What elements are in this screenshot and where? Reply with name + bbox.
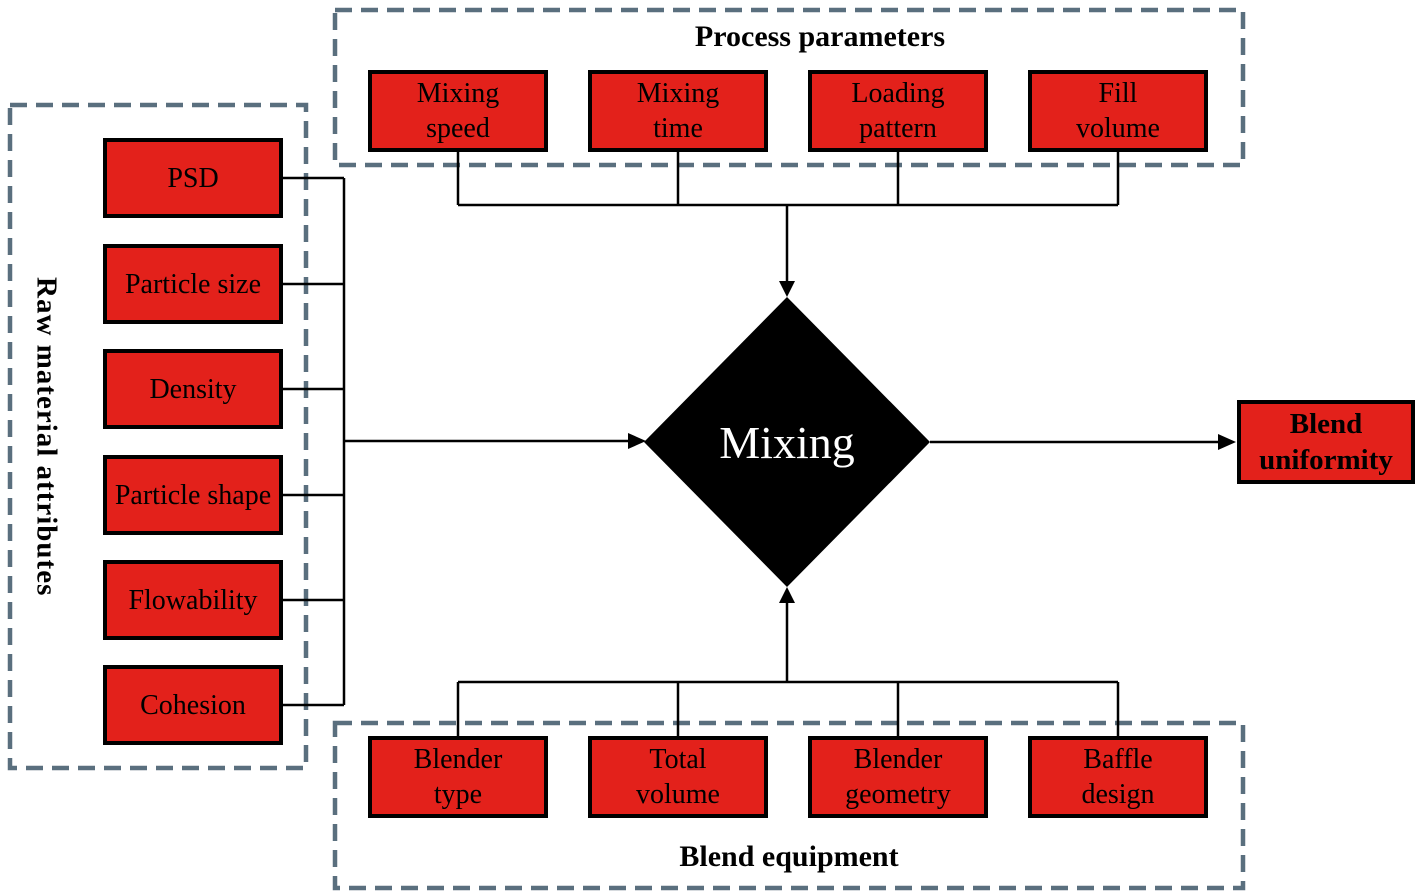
node-particle-size: Particle size xyxy=(103,244,283,324)
node-fill-volume: Fill volume xyxy=(1028,70,1208,152)
node-density: Density xyxy=(103,349,283,429)
node-total-volume: Total volume xyxy=(588,736,768,818)
node-blender-geometry: Blender geometry xyxy=(808,736,988,818)
blend-equipment-group-label: Blend equipment xyxy=(679,840,899,873)
node-blender-type: Blender type xyxy=(368,736,548,818)
node-loading-pattern: Loading pattern xyxy=(808,70,988,152)
mixing-diamond-label: Mixing xyxy=(719,416,855,468)
arrow-raw-to-mixing-head xyxy=(628,433,646,449)
node-flowability: Flowability xyxy=(103,560,283,640)
raw-material-group-border xyxy=(7,102,309,771)
node-mixing-time: Mixing time xyxy=(588,70,768,152)
raw-material-group-label: Raw material attributes xyxy=(30,276,63,597)
arrow-process-to-mixing-head xyxy=(779,281,795,297)
node-psd: PSD xyxy=(103,138,283,218)
node-baffle-design: Baffle design xyxy=(1028,736,1208,818)
process-parameters-group-border xyxy=(332,7,1246,168)
blend-equipment-group-border xyxy=(332,720,1246,891)
node-mixing-speed: Mixing speed xyxy=(368,70,548,152)
process-parameters-group-label: Process parameters xyxy=(694,20,946,53)
node-cohesion: Cohesion xyxy=(103,665,283,745)
node-blend-uniformity: Blend uniformity xyxy=(1237,400,1415,484)
arrow-mixing-to-output-head xyxy=(1218,434,1236,450)
node-particle-shape: Particle shape xyxy=(103,455,283,535)
mixing-diamond xyxy=(644,297,930,587)
arrow-equipment-to-mixing-head xyxy=(779,587,795,603)
